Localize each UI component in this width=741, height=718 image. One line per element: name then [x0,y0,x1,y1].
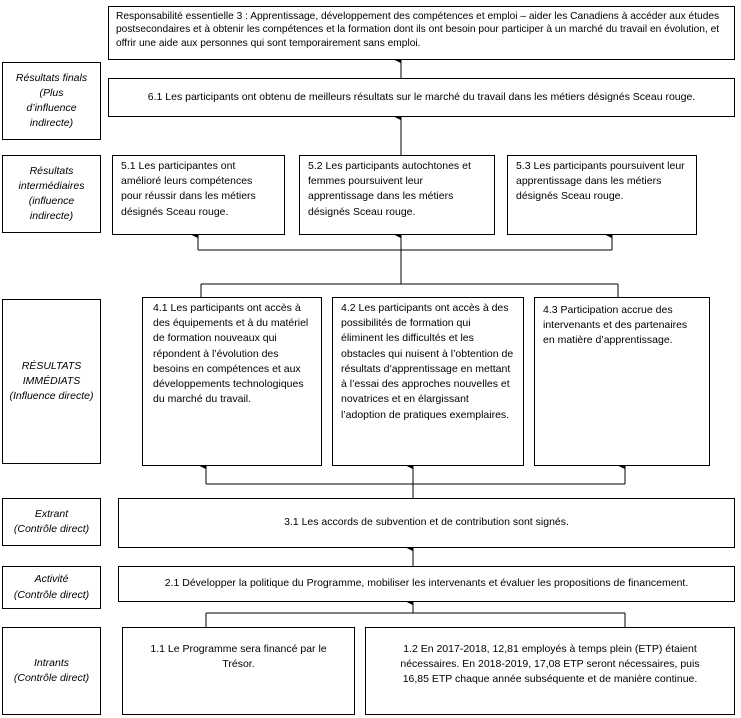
level-label-output: Extrant (Contrôle direct) [2,498,101,546]
intermediate-outcome-text: 5.2 Les participants autochtones et femm… [308,160,471,218]
level-label-inputs-text: Intrants (Contrôle direct) [13,656,90,684]
immediate-outcome-text: 4.3 Participation accrue des intervenant… [543,304,688,347]
level-label-activity-text: Activité (Contrôle direct) [13,573,90,601]
core-responsibility-box: Responsabilité essentielle 3 : Apprentis… [108,6,735,60]
activity-text: 2.1 Développer la politique du Programme… [164,577,689,590]
core-responsibility-text: Responsabilité essentielle 3 : Apprentis… [116,11,720,49]
final-outcome-box: 6.1 Les participants ont obtenu de meill… [108,78,735,117]
intermediate-outcome-5-2: 5.2 Les participants autochtones et femm… [299,155,495,235]
immediate-outcome-4-2: 4.2 Les participants ont accès à des pos… [332,297,524,466]
immediate-outcome-text: 4.1 Les participants ont accès à des équ… [153,302,309,406]
intermediate-outcome-text: 5.3 Les participants poursuivent leur ap… [516,160,685,203]
level-label-final: Résultats finals (Plus d’influence indir… [2,62,101,140]
intermediate-outcome-5-1: 5.1 Les participantes ont amélioré leurs… [112,155,285,235]
output-box: 3.1 Les accords de subvention et de cont… [118,498,735,548]
level-label-output-text: Extrant (Contrôle direct) [13,507,90,535]
level-label-immediate: RÉSULTATS IMMÉDIATS (Influence directe) [2,299,101,464]
level-label-activity: Activité (Contrôle direct) [2,566,101,609]
intermediate-outcome-text: 5.1 Les participantes ont amélioré leurs… [121,160,256,218]
intermediate-outcome-5-3: 5.3 Les participants poursuivent leur ap… [507,155,697,235]
output-text: 3.1 Les accords de subvention et de cont… [284,516,569,529]
input-text: 1.2 En 2017-2018, 12,81 employés à temps… [400,643,700,686]
level-label-final-text: Résultats finals (Plus d’influence indir… [15,71,88,130]
level-label-immediate-text: RÉSULTATS IMMÉDIATS (Influence directe) [9,359,94,403]
input-1-1: 1.1 Le Programme sera financé par le Tré… [122,627,355,715]
input-1-2: 1.2 En 2017-2018, 12,81 employés à temps… [365,627,735,715]
level-label-intermediate-text: Résultats intermédiaires (influence indi… [18,164,85,223]
level-label-intermediate: Résultats intermédiaires (influence indi… [2,155,101,233]
immediate-outcome-4-3: 4.3 Participation accrue des intervenant… [534,297,710,466]
activity-box: 2.1 Développer la politique du Programme… [118,566,735,602]
immediate-outcome-4-1: 4.1 Les participants ont accès à des équ… [142,297,322,466]
immediate-outcome-text: 4.2 Les participants ont accès à des pos… [341,302,514,421]
level-label-inputs: Intrants (Contrôle direct) [2,627,101,715]
input-text: 1.1 Le Programme sera financé par le Tré… [150,643,327,671]
final-outcome-text: 6.1 Les participants ont obtenu de meill… [147,90,696,103]
